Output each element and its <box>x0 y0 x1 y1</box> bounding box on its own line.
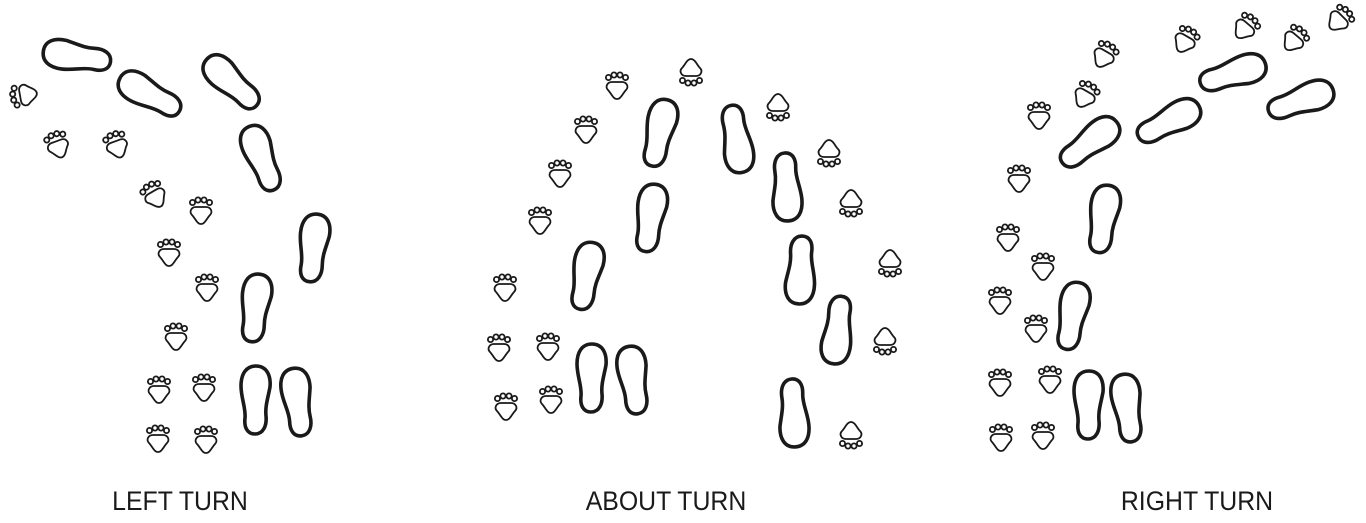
human-footprint-icon <box>1084 183 1122 254</box>
dog-paw-print-icon <box>989 287 1011 314</box>
dog-paw-print-icon <box>1323 2 1358 37</box>
human-footprint-icon <box>631 182 669 253</box>
human-footprint-icon <box>278 366 316 437</box>
caption-right-turn: RIGHT TURN <box>1077 486 1316 517</box>
human-footprint-icon <box>777 378 811 448</box>
human-footprint-icon <box>1264 75 1338 126</box>
dog-paw-print-icon <box>9 82 39 108</box>
human-footprint-icon <box>770 152 804 222</box>
dog-paw-print-icon <box>1039 366 1061 393</box>
dog-paw-print-icon <box>494 274 516 301</box>
dog-paw-print-icon <box>840 422 862 449</box>
dog-paw-print-icon <box>575 116 597 143</box>
human-footprint-icon <box>1054 110 1126 175</box>
dog-paw-print-icon <box>1278 22 1312 57</box>
dog-paw-print-icon <box>495 393 517 420</box>
dog-paw-print-icon <box>138 178 171 212</box>
dog-paw-print-icon <box>1032 422 1054 449</box>
human-footprint-icon <box>41 37 112 75</box>
dog-paw-print-icon <box>529 207 551 234</box>
dog-paw-print-icon <box>158 239 180 266</box>
dog-paw-print-icon <box>1025 315 1047 342</box>
dog-paw-print-icon <box>195 426 217 453</box>
dog-paw-print-icon <box>147 425 169 452</box>
human-footprint-icon <box>785 236 817 305</box>
human-footprint-icon <box>1196 49 1270 98</box>
dog-paw-print-icon <box>874 328 896 355</box>
dog-paw-print-icon <box>190 197 212 224</box>
dog-paw-print-icon <box>193 374 215 401</box>
human-footprint-icon <box>819 295 855 366</box>
human-footprint-icon <box>1074 371 1103 439</box>
dog-paw-print-icon <box>148 376 170 403</box>
dog-paw-print-icon <box>1069 78 1102 112</box>
human-footprint-icon <box>296 213 332 284</box>
right-turn-diagram <box>989 2 1357 451</box>
dog-paw-print-icon <box>879 250 901 277</box>
human-footprint-icon <box>1132 93 1206 151</box>
dog-paw-print-icon <box>989 369 1011 396</box>
dog-paw-print-icon <box>680 59 702 86</box>
dog-paw-print-icon <box>43 128 73 161</box>
caption-left-turn: LEFT TURN <box>60 486 299 517</box>
dog-paw-print-icon <box>488 334 510 361</box>
left-turn-diagram <box>9 37 332 453</box>
human-footprint-icon <box>235 121 287 195</box>
about-turn-diagram <box>488 59 901 449</box>
caption-about-turn: ABOUT TURN <box>546 486 785 517</box>
dog-paw-prints-left-turn <box>9 82 218 453</box>
dog-paw-print-icon <box>767 94 789 121</box>
dog-paw-print-icon <box>840 190 862 217</box>
human-footprint-icon <box>238 273 274 344</box>
human-footprint-icon <box>113 66 187 124</box>
dog-paw-print-icon <box>1028 102 1050 129</box>
dog-paw-print-icon <box>165 323 187 350</box>
dog-paw-print-icon <box>1032 253 1054 280</box>
human-footprint-icon <box>614 344 652 415</box>
dog-paw-prints-about-turn <box>488 59 901 449</box>
dog-paw-print-icon <box>1229 10 1263 45</box>
human-footprint-icon <box>577 344 606 412</box>
human-footprint-icon <box>1108 372 1146 443</box>
dog-paw-print-icon <box>1088 38 1121 72</box>
human-footprint-icon <box>1052 280 1093 352</box>
human-footprints-about-turn <box>566 97 855 448</box>
dog-paw-print-icon <box>537 333 559 360</box>
dog-paw-print-icon <box>1169 23 1202 57</box>
dog-paw-print-icon <box>818 140 840 167</box>
human-footprints-right-turn <box>1052 49 1337 444</box>
dog-paw-print-icon <box>540 386 562 413</box>
dog-paw-print-icon <box>990 424 1012 451</box>
dog-paw-print-icon <box>102 128 132 161</box>
human-footprint-icon <box>638 97 681 170</box>
human-footprint-icon <box>716 103 757 175</box>
dog-paw-print-icon <box>997 224 1019 251</box>
dog-paw-print-icon <box>1008 165 1030 192</box>
human-footprints-left-turn <box>41 37 331 437</box>
dog-paw-print-icon <box>606 72 628 99</box>
human-footprint-icon <box>241 366 270 434</box>
human-footprint-icon <box>197 49 267 116</box>
dog-paw-prints-right-turn <box>989 2 1357 451</box>
dog-paw-print-icon <box>196 274 218 301</box>
dog-paw-print-icon <box>549 160 571 187</box>
human-footprint-icon <box>566 240 607 312</box>
